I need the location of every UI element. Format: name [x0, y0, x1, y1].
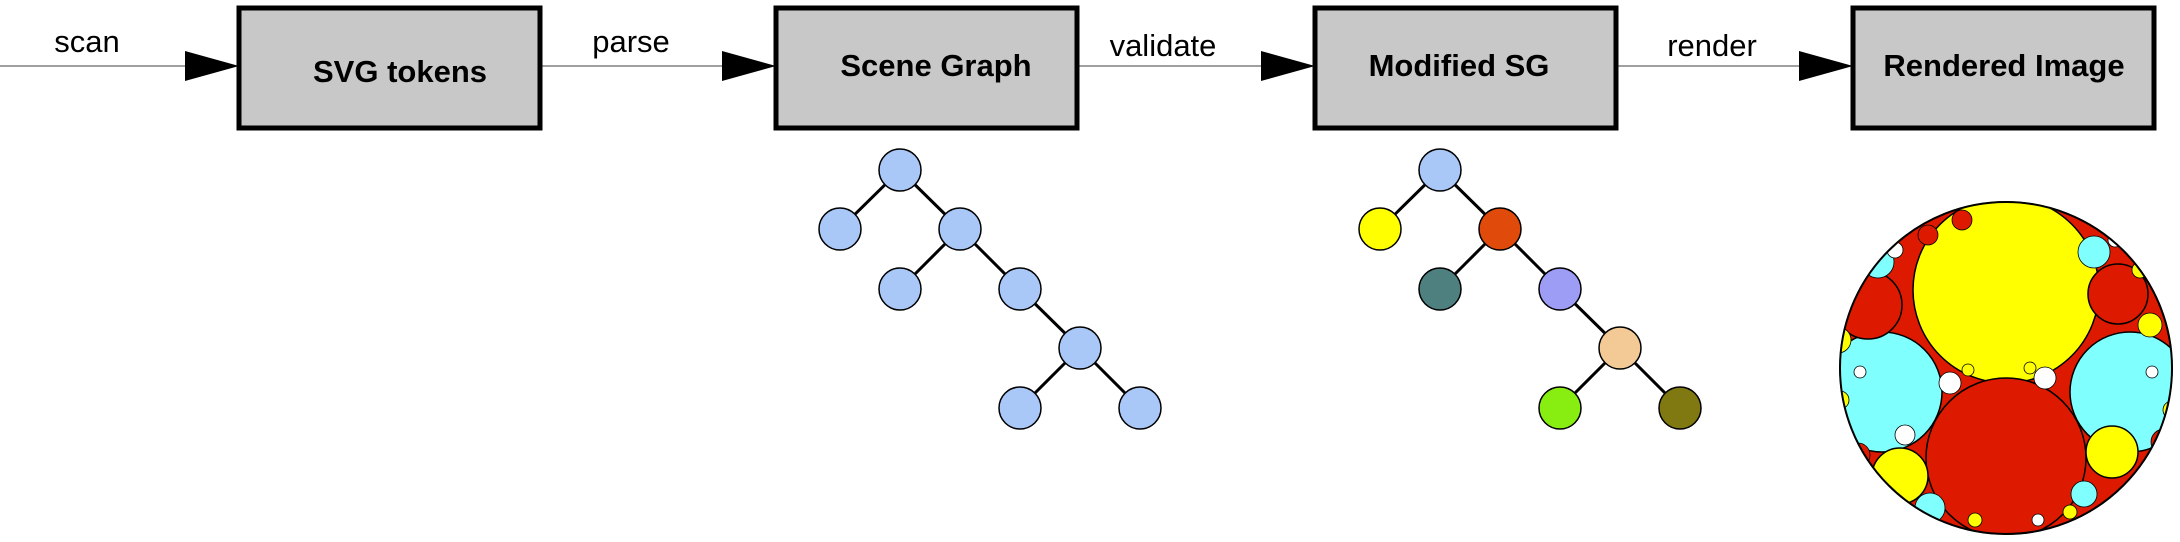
scene-graph-tree: [818, 148, 1162, 430]
packing-circle: [2107, 232, 2123, 248]
packing-circle: [1840, 417, 1853, 447]
tree-node: [1598, 326, 1642, 370]
tree-node: [1118, 386, 1162, 430]
tree-node: [1058, 326, 1102, 370]
stage-box-frame: [1850, 5, 2157, 131]
packing-circle: [2023, 361, 2037, 375]
stage-box-rendered-image: Rendered Image: [1850, 5, 2157, 131]
packing-circle: [2031, 513, 2045, 527]
packing-circle: [2145, 365, 2159, 379]
packing-circle: [2087, 263, 2149, 325]
packing-circle: [1894, 424, 1916, 446]
packing-circle: [1912, 202, 2100, 384]
packing-circle: [1853, 365, 1867, 379]
packing-circle: [1914, 492, 1946, 524]
packing-circle: [1874, 492, 1890, 508]
packing-circle: [1925, 377, 2087, 534]
tree-node: [818, 207, 862, 251]
packing-circle: [1961, 363, 1975, 377]
tree-node: [878, 148, 922, 192]
tree-node: [1478, 207, 1522, 251]
packing-circle: [2070, 480, 2098, 508]
modified-sg-tree: [1358, 148, 1702, 430]
packing-circle: [1951, 209, 1973, 231]
packing-circle: [2171, 353, 2172, 367]
packing-circle: [2077, 235, 2111, 269]
tree-node: [938, 207, 982, 251]
stage-label-svg-tokens: SVG tokens: [313, 54, 487, 89]
stage-label-rendered-image: Rendered Image: [1883, 48, 2124, 83]
stage-box-modified-sg: Modified SG: [1312, 5, 1619, 131]
tree-node: [998, 386, 1042, 430]
arrowhead: [722, 51, 776, 81]
packing-circle: [2062, 504, 2078, 520]
packing-circle: [1938, 371, 1962, 395]
packing-circle: [2033, 366, 2057, 390]
arrowhead: [1799, 51, 1853, 81]
stage-box-svg-tokens: SVG tokens: [236, 5, 543, 131]
edge-label-parse: parse: [592, 24, 670, 59]
circle-packing: [1823, 202, 2172, 534]
arrowhead: [1261, 51, 1315, 81]
stage-box-frame: [236, 5, 543, 131]
tree-node: [1358, 207, 1402, 251]
packing-circle: [1967, 512, 1983, 528]
tree-node: [1538, 386, 1582, 430]
edge-label-render: render: [1667, 28, 1757, 63]
tree-node: [1418, 267, 1462, 311]
packing-circle: [2132, 474, 2148, 490]
packing-circle: [1823, 363, 1837, 377]
tree-node: [998, 267, 1042, 311]
packing-circle: [1840, 390, 1850, 410]
stage-box-frame: [773, 5, 1080, 131]
stage-label-scene-graph: Scene Graph: [840, 48, 1031, 83]
packing-circle: [1845, 442, 1871, 468]
connectors: [0, 51, 1853, 81]
packing-circle: [1846, 261, 1864, 279]
stage-box-scene-graph: Scene Graph: [773, 5, 1080, 131]
packing-circle: [1840, 326, 1852, 354]
tree-node: [878, 267, 922, 311]
tree-node: [1418, 148, 1462, 192]
stage-box-frame: [1312, 5, 1619, 131]
rendered-image-disk: [1823, 201, 2173, 535]
tree-node: [1658, 386, 1702, 430]
edge-label-scan: scan: [54, 24, 119, 59]
arrowhead: [185, 51, 239, 81]
tree-node: [1538, 267, 1582, 311]
edge-label-validate: validate: [1110, 28, 1217, 63]
packing-circle: [1917, 224, 1939, 246]
packing-circle: [2137, 312, 2163, 338]
stage-label-modified-sg: Modified SG: [1369, 48, 1550, 83]
packing-circle: [2085, 425, 2139, 479]
disk-outline: [1839, 201, 2173, 535]
